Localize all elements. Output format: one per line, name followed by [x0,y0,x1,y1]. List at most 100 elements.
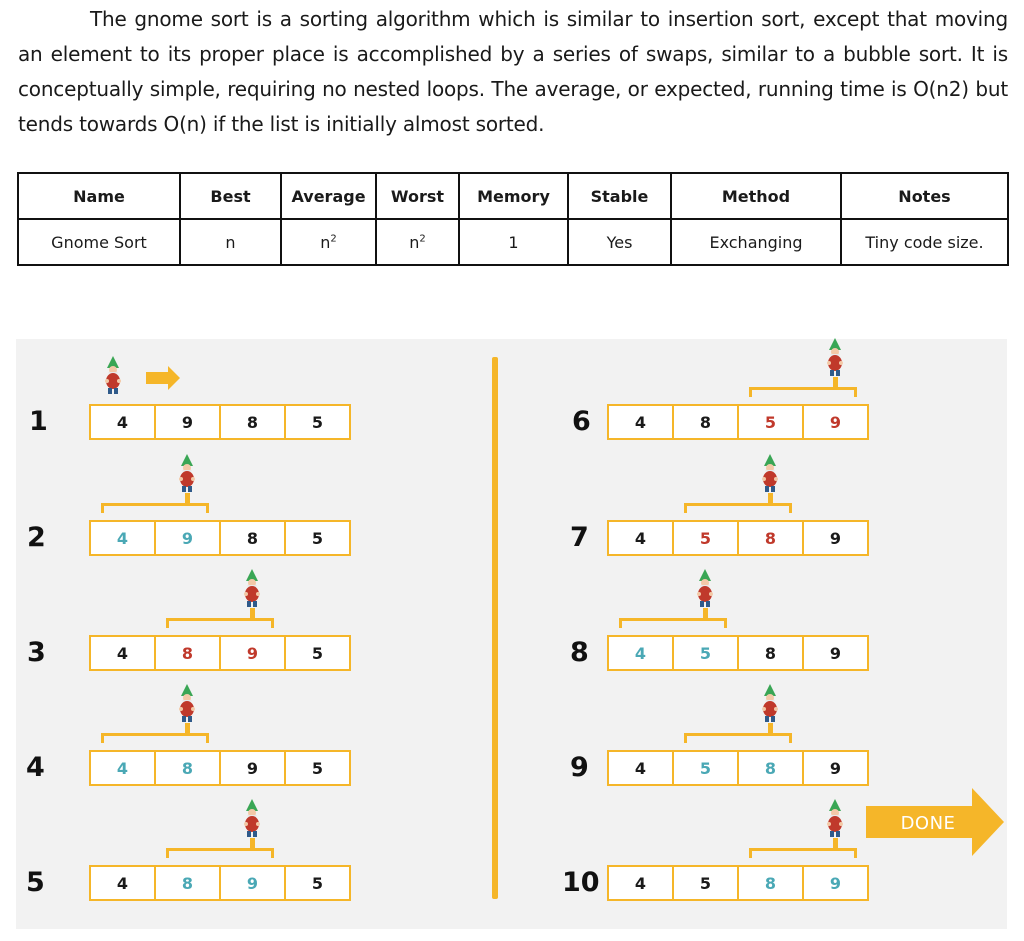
array-cell: 9 [220,865,285,901]
header-worst: Worst [375,172,460,220]
step-number: 10 [562,867,600,898]
done-label: DONE [900,812,956,834]
array-cell: 8 [738,635,803,671]
array-cell: 9 [220,635,285,671]
array-cell: 9 [155,404,220,440]
array-cell: 5 [673,865,738,901]
gnome-icon [104,356,121,394]
compare-bracket [101,503,209,513]
array-cell: 9 [803,635,869,671]
array-cell: 9 [220,750,285,786]
cell-memory: 1 [458,218,569,266]
step-number: 1 [29,406,48,437]
array-cell: 9 [155,520,220,556]
bracket-stem [832,377,838,389]
array-cell: 4 [607,404,673,440]
gnome-icon [826,338,843,376]
bracket-stem [184,723,190,735]
header-best: Best [179,172,282,220]
header-average: Average [280,172,377,220]
done-arrow-icon [866,788,1004,856]
array-cell: 5 [673,520,738,556]
array-cell: 4 [607,865,673,901]
array-cell: 8 [738,520,803,556]
right-arrow-icon [146,366,180,390]
compare-bracket [684,733,792,743]
array-cell: 9 [803,520,869,556]
average-base: n [320,232,331,252]
array-cell: 4 [607,520,673,556]
cell-best: n [179,218,282,266]
cell-notes: Tiny code size. [840,218,1009,266]
bracket-stem [184,493,190,505]
step-number: 4 [26,752,45,783]
gnome-icon [243,799,260,837]
compare-bracket [619,618,727,628]
gnome-icon [696,569,713,607]
array-cell: 5 [285,520,351,556]
column-divider [492,357,498,899]
array-cell: 4 [89,404,155,440]
gnome-icon [243,569,260,607]
array-cell: 8 [738,750,803,786]
array-cell: 5 [285,750,351,786]
cell-stable: Yes [567,218,672,266]
compare-bracket [166,618,274,628]
header-method: Method [670,172,842,220]
table-row: Gnome Sort n n2 n2 1 Yes Exchanging Tiny… [17,218,1009,266]
gnome-icon [826,799,843,837]
gnome-icon [761,454,778,492]
cell-method: Exchanging [670,218,842,266]
step-number: 5 [26,867,45,898]
gnome-icon [761,684,778,722]
gnome-icon [178,454,195,492]
cell-average: n2 [280,218,377,266]
compare-bracket [684,503,792,513]
worst-exponent: 2 [419,233,426,245]
step-number: 3 [27,637,46,668]
array-cell: 9 [803,750,869,786]
bracket-stem [249,838,255,850]
header-notes: Notes [840,172,1009,220]
array-cell: 5 [673,635,738,671]
array-cell: 8 [155,635,220,671]
array-cell: 8 [155,750,220,786]
array-cell: 5 [285,865,351,901]
array-cell: 9 [803,865,869,901]
array-cell: 4 [607,635,673,671]
bracket-stem [702,608,708,620]
step-number: 7 [570,522,589,553]
table-header-row: Name Best Average Worst Memory Stable Me… [17,172,1009,220]
array-cell: 8 [155,865,220,901]
array-cell: 5 [285,404,351,440]
compare-bracket [101,733,209,743]
bracket-stem [249,608,255,620]
array-cell: 4 [89,520,155,556]
array-cell: 4 [89,635,155,671]
compare-bracket [749,387,857,397]
compare-bracket [749,848,857,858]
array-cell: 5 [738,404,803,440]
compare-bracket [166,848,274,858]
array-cell: 4 [89,865,155,901]
average-exponent: 2 [330,233,337,245]
array-cell: 9 [803,404,869,440]
header-name: Name [17,172,181,220]
cell-worst: n2 [375,218,460,266]
step-number: 9 [570,752,589,783]
array-cell: 5 [285,635,351,671]
step-number: 6 [572,406,591,437]
header-stable: Stable [567,172,672,220]
bracket-stem [832,838,838,850]
intro-paragraph: The gnome sort is a sorting algorithm wh… [18,7,1008,136]
gnome-icon [178,684,195,722]
